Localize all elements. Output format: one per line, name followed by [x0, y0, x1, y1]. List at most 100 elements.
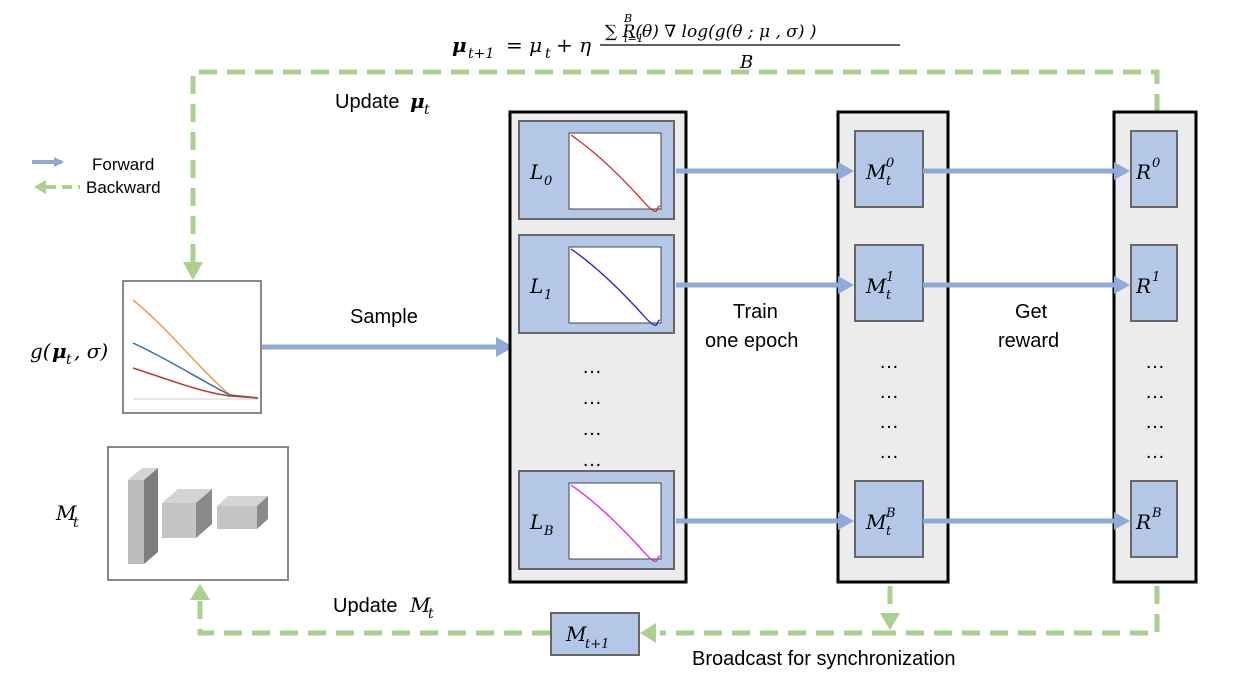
- model-superscript: 1: [886, 270, 894, 285]
- m-next-sym: M: [565, 622, 587, 646]
- reward-symbol: R: [1135, 160, 1151, 184]
- layer3-top: [217, 496, 268, 506]
- legend: Forward Backward: [32, 155, 161, 197]
- model-subscript: t: [886, 174, 892, 189]
- model-ellipsis: … … … …: [879, 351, 900, 463]
- reward-superscript: 1: [1152, 270, 1160, 285]
- layer1-front: [128, 480, 144, 564]
- backward-arrowhead-to-mnext: [640, 623, 656, 643]
- m-next-rect: [550, 612, 640, 656]
- label-update-m: Update M t: [333, 593, 434, 622]
- legend-backward-label: Backward: [86, 178, 161, 197]
- label-update-m-sub: t: [428, 606, 434, 622]
- backward-bottom-path: [197, 586, 1160, 636]
- m-next-box: M t+1: [550, 612, 640, 656]
- reward-symbol: R: [1135, 274, 1151, 298]
- layer2-top: [162, 489, 212, 503]
- legend-forward-label: Forward: [92, 155, 154, 174]
- reward-box-rect: [1130, 480, 1178, 558]
- model-network-illustration: [107, 446, 289, 581]
- loss-curve: [570, 484, 661, 563]
- legend-backward-arrowhead: [34, 180, 46, 194]
- label-update-m-text: Update: [333, 595, 398, 617]
- model-ellipsis-4: …: [879, 441, 900, 463]
- formula-denominator: B: [739, 52, 753, 73]
- forward-arrowhead: [1114, 276, 1130, 294]
- label-reward-line1: Get: [1015, 301, 1048, 323]
- model-symbol: M: [865, 274, 887, 298]
- loss-subscript: 1: [544, 288, 552, 303]
- reward-box-rect: [1130, 244, 1178, 322]
- reward-ellipsis-2: …: [1145, 381, 1166, 403]
- formula-rhs-sub: t: [545, 46, 551, 62]
- loss-curve: [570, 248, 661, 327]
- model-ellipsis-3: …: [879, 411, 900, 433]
- loss-symbol: L: [529, 274, 543, 298]
- backward-arrowhead-broadcast: [880, 613, 900, 630]
- model-subscript: t: [886, 524, 892, 539]
- label-m-t-sub: t: [73, 515, 79, 531]
- forward-arrowhead: [838, 162, 854, 180]
- model-box-rect: [854, 244, 924, 322]
- backward-arrowhead-to-model: [190, 584, 210, 600]
- forward-arrowhead: [838, 276, 854, 294]
- reward-ellipsis-1: …: [1145, 351, 1166, 373]
- formula-lhs-sub: t+1: [468, 46, 494, 62]
- loss-subscript: 0: [544, 174, 552, 189]
- layer1-side: [144, 468, 158, 564]
- model-ellipsis-2: …: [879, 381, 900, 403]
- reward-superscript: 0: [1152, 156, 1160, 171]
- layer2-side: [196, 489, 212, 538]
- model-superscript: 0: [886, 156, 894, 171]
- label-update-mu-sym: μ: [410, 89, 425, 113]
- model-subscript: t: [886, 288, 892, 303]
- distribution-curve-red: [132, 367, 259, 399]
- loss-ellipsis-1: …: [582, 356, 603, 378]
- label-train-line2: one epoch: [705, 330, 798, 352]
- label-g-mu: μ: [52, 339, 67, 363]
- formula-rhs-main: = μ: [506, 33, 542, 57]
- formula-sum-upper: B: [623, 12, 632, 25]
- loss-symbol: L: [529, 510, 543, 534]
- forward-arrowhead: [838, 512, 854, 530]
- loss-subscript: B: [543, 524, 554, 539]
- formula-lhs: μ: [452, 33, 467, 57]
- label-update-mu-text: Update: [335, 91, 400, 113]
- update-formula: μ t+1 = μ t + η ∑ R(θ) ∇ log(g(θ ; μ , σ…: [452, 12, 900, 73]
- backward-top-path: [190, 69, 1160, 262]
- layer1-top: [128, 468, 158, 480]
- forward-arrowhead: [1114, 162, 1130, 180]
- label-g-sub: t: [66, 352, 72, 368]
- label-m-t-sym: M: [55, 501, 77, 525]
- label-train-line1: Train: [733, 301, 778, 323]
- label-g-func: g( μ t , σ): [30, 339, 108, 368]
- loss-ellipsis-4: …: [582, 449, 603, 471]
- reward-symbol: R: [1135, 510, 1151, 534]
- reward-ellipsis: … … … …: [1145, 351, 1166, 463]
- label-update-mu: Update μ t: [335, 89, 430, 118]
- label-update-mu-sub: t: [424, 102, 430, 118]
- label-sample: Sample: [350, 306, 418, 328]
- backward-arrowhead-to-g: [183, 262, 203, 280]
- layer3-side: [257, 496, 268, 529]
- distribution-plot-frame: [122, 280, 262, 414]
- label-broadcast: Broadcast for synchronization: [692, 648, 955, 670]
- model-symbol: M: [865, 510, 887, 534]
- model-box-rect: [854, 130, 924, 208]
- reward-superscript: B: [1151, 506, 1162, 521]
- loss-symbol: L: [529, 160, 543, 184]
- label-g-sym: g(: [30, 339, 52, 363]
- label-m-t: M t: [55, 501, 79, 531]
- distribution-curve-blue: [132, 342, 259, 399]
